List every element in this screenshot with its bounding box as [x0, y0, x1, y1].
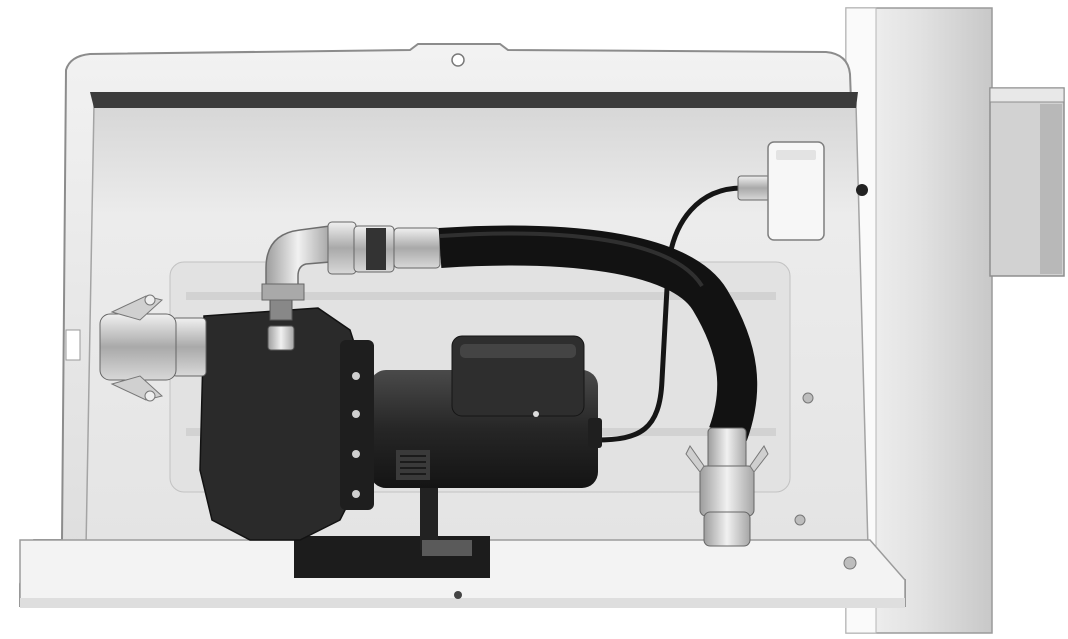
elbow-fitting	[261, 221, 441, 301]
pressure-switch	[737, 141, 868, 241]
camlock-outlet	[685, 427, 769, 547]
camlock-inlet	[99, 294, 207, 402]
pump-motor	[370, 335, 602, 488]
discharge-hose	[438, 225, 758, 441]
wall-box	[989, 87, 1065, 277]
pump-base	[294, 470, 490, 578]
pump-volute	[199, 299, 374, 541]
